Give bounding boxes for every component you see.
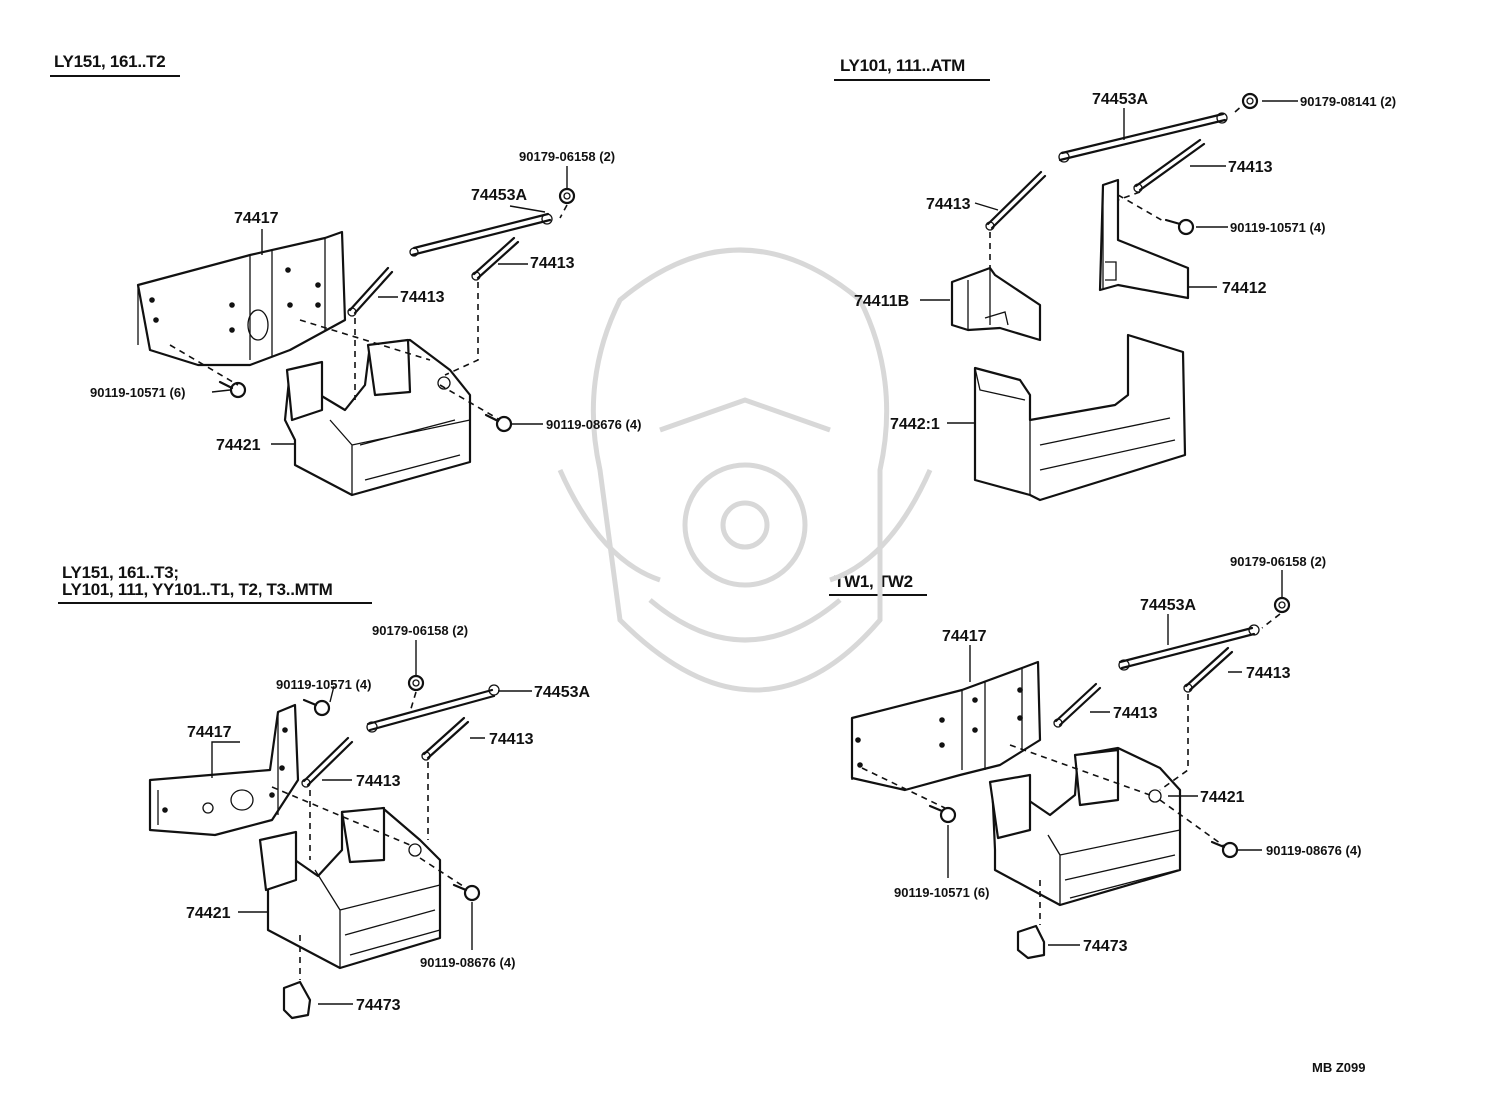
rod-74413 (348, 266, 394, 315)
label-90179-06158: 90179-06158 (2) (372, 623, 468, 638)
nut-90179 (558, 187, 576, 205)
nut-90179 (407, 674, 425, 692)
label-90179-08141: 90179-08141 (2) (1300, 94, 1396, 109)
label-90179-06158: 90179-06158 (2) (1230, 554, 1326, 569)
label-90119-10571: 90119-10571 (6) (894, 885, 989, 900)
title-underline (834, 79, 990, 81)
label-74473: 74473 (356, 997, 401, 1014)
bracket-74417 (136, 230, 347, 367)
label-74473: 74473 (1083, 938, 1128, 955)
tray-74421 (973, 333, 1187, 502)
title-underline (50, 75, 180, 77)
rod-74413 (1054, 682, 1102, 727)
rod-74413 (986, 170, 1047, 230)
label-74421: 74421 (186, 905, 231, 922)
rod-74453A (366, 688, 496, 732)
label-74417: 74417 (187, 724, 232, 741)
rod-74453A (1118, 626, 1256, 670)
footer-code: MB Z099 (1312, 1060, 1365, 1075)
section-title-top-right: LY101, 111..ATM (840, 56, 965, 75)
label-74421: 74421 (216, 437, 261, 454)
label-90179-06158: 90179-06158 (2) (519, 149, 615, 164)
label-74453A: 74453A (471, 187, 527, 204)
label-74413: 74413 (356, 773, 401, 790)
label-74417: 74417 (942, 628, 987, 645)
label-74421: 7442:1 (890, 416, 940, 433)
section-title-bottom-left-line2: LY101, 111, YY101..T1, T2, T3..MTM (62, 580, 333, 599)
label-90119-10571: 90119-10571 (4) (276, 677, 371, 692)
watermark-emblem (557, 247, 933, 693)
label-90119-10571: 90119-10571 (4) (1230, 220, 1325, 235)
label-74413: 74413 (400, 289, 445, 306)
label-74453A: 74453A (534, 684, 590, 701)
label-74413: 74413 (489, 731, 534, 748)
label-90119-08676: 90119-08676 (4) (546, 417, 641, 432)
label-74413: 74413 (1246, 665, 1291, 682)
label-90119-08676: 90119-08676 (4) (1266, 843, 1361, 858)
label-74417: 74417 (234, 210, 279, 227)
section-title-bottom-left-line1: LY151, 161..T3; (62, 563, 179, 582)
assembly-top-left (136, 166, 576, 497)
assembly-bottom-left (148, 640, 532, 1020)
pad-74473 (1016, 924, 1046, 960)
label-74453A: 74453A (1092, 91, 1148, 108)
title-underline (58, 602, 372, 604)
label-74421: 74421 (1200, 789, 1245, 806)
label-74412: 74412 (1222, 280, 1267, 297)
bracket-74411B (950, 266, 1042, 342)
label-74453A: 74453A (1140, 597, 1196, 614)
nut-90179 (1241, 92, 1259, 110)
nut-90179 (1273, 596, 1291, 614)
label-90119-10571: 90119-10571 (6) (90, 385, 185, 400)
part-labels: 90179-06158 (2) 74453A 74417 74413 74413… (90, 91, 1396, 1075)
label-74411B: 74411B (854, 293, 909, 310)
label-90119-08676: 90119-08676 (4) (420, 955, 515, 970)
bracket-74417 (148, 703, 300, 837)
pad-74473 (282, 980, 312, 1020)
bracket-74417 (850, 660, 1042, 792)
section-title-top-left: LY151, 161..T2 (54, 52, 166, 71)
assembly-top-right (920, 92, 1298, 502)
label-74413: 74413 (530, 255, 575, 272)
assembly-bottom-right (850, 570, 1291, 960)
rod-74413 (302, 736, 354, 787)
label-74413: 74413 (926, 196, 971, 213)
section-title-bottom-right: TW1, TW2 (834, 572, 913, 591)
rod-74453A (410, 218, 552, 257)
label-74413: 74413 (1228, 159, 1273, 176)
rod-74453A (1058, 112, 1227, 162)
label-74413: 74413 (1113, 705, 1158, 722)
